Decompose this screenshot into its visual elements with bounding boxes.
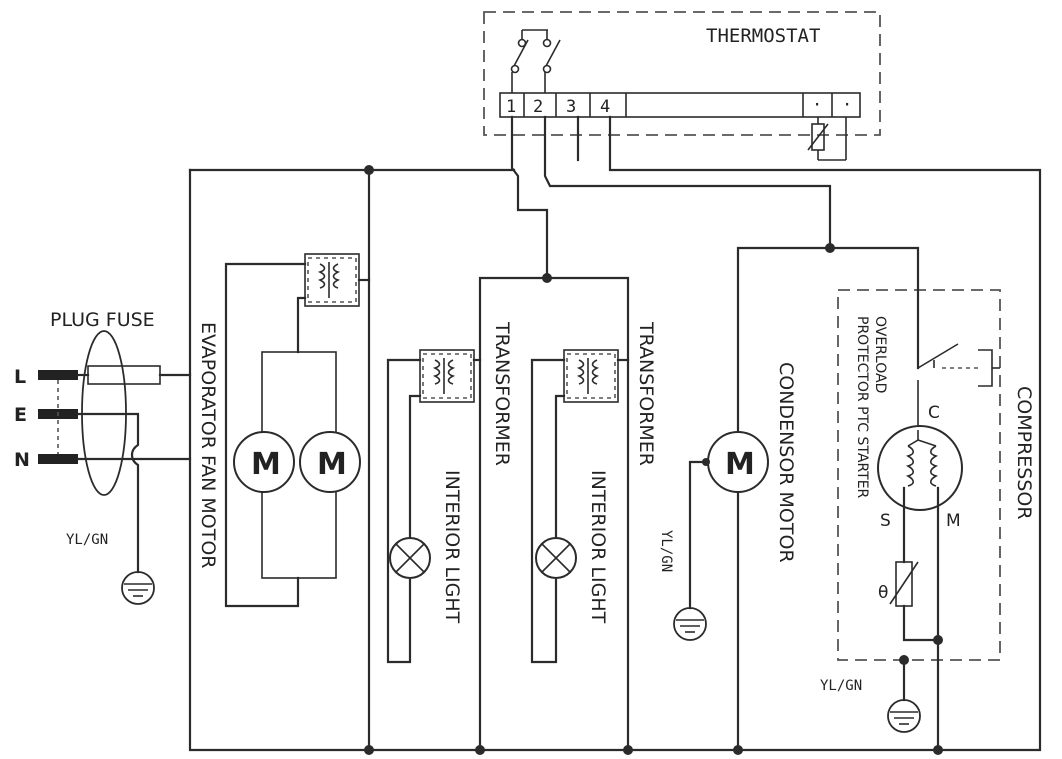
thermostat-label: THERMOSTAT [706, 25, 820, 47]
condensor-supply-wire [736, 246, 832, 434]
terminal-4-wire [608, 115, 1042, 752]
transformer-1-label: TRANSFORMER [491, 321, 513, 466]
plug-fuse-label: PLUG FUSE [50, 309, 155, 331]
terminal-1: 1 [506, 97, 516, 117]
junction-dot [364, 745, 374, 755]
overload-switch [917, 343, 1000, 430]
plug-pin-l [38, 370, 78, 380]
compressor-label: COMPRESSOR [1013, 386, 1035, 520]
light2-loop [530, 358, 566, 664]
terminal-3: 3 [566, 97, 576, 117]
overload-label: OVERLOAD [872, 316, 888, 393]
evaporator-left-wire [224, 262, 307, 608]
junction-dot [702, 458, 710, 466]
compressor-ground-label: YL/GN [820, 678, 862, 694]
transformer-2 [563, 349, 619, 403]
junction-dot [899, 655, 909, 665]
start-winding-icon [905, 445, 915, 487]
fan-motor-2-icon [299, 431, 361, 493]
junction-dot [733, 745, 743, 755]
junction-dot [933, 745, 943, 755]
condensor-motor-label: CONDENSOR MOTOR [775, 362, 797, 563]
transformer-2-label: TRANSFORMER [635, 321, 657, 466]
ptc-theta-label: θ [878, 583, 888, 603]
ptc-starter-icon [889, 561, 919, 607]
interior-light-2-label: INTERIOR LIGHT [587, 470, 609, 624]
evaporator-transformer [304, 253, 360, 307]
main-winding-icon [929, 445, 939, 487]
evaporator-tx-down [296, 296, 307, 354]
plug-ground-label: YL/GN [66, 532, 108, 548]
ptc-return-wire [902, 604, 940, 642]
terminal-4: 4 [600, 97, 610, 117]
fan-motor-1-label: M [251, 447, 281, 482]
tx1-to-light [408, 394, 422, 540]
compressor-motor-icon [877, 425, 963, 511]
light-bus-left [478, 276, 549, 752]
interior-light-1-icon [389, 537, 431, 579]
compressor-m-label: M [946, 511, 961, 531]
junction-dot [623, 745, 633, 755]
outer-loop-wire [188, 168, 942, 752]
thermostat-sensor [807, 117, 847, 161]
terminal-2-wire [543, 115, 832, 250]
junction-dot [542, 273, 552, 283]
line-n-label: N [14, 449, 30, 471]
junction-dot [933, 635, 943, 645]
compressor-s-label: S [880, 511, 891, 531]
earth-wire [76, 412, 140, 574]
plug-ground-icon [121, 571, 155, 605]
thermostat-terminal-strip: 1 2 3 4 · · [499, 92, 861, 118]
plug-pin-n [38, 454, 78, 464]
evaporator-fan-motor-label: EVAPORATOR FAN MOTOR [197, 322, 219, 569]
line-l-label: L [14, 366, 26, 388]
thermostat-switch-contacts [510, 29, 561, 93]
fan-motor-2-label: M [317, 447, 347, 482]
light1-loop [386, 358, 422, 664]
interior-light-2-icon [535, 537, 577, 579]
light-bus-right [545, 276, 630, 752]
compressor-ground-icon [887, 699, 921, 733]
transformer-1 [419, 349, 475, 403]
compressor-supply-wire [828, 246, 920, 370]
terminal-small-a: · [812, 95, 822, 115]
line-e-label: E [14, 404, 27, 426]
condensor-ground-wire [688, 460, 708, 610]
condensor-motor-symbol: M [725, 447, 755, 482]
terminal-small-b: · [842, 95, 852, 115]
thermostat-enclosure [483, 11, 881, 136]
interior-light-1-label: INTERIOR LIGHT [441, 470, 463, 624]
compressor-common-lead [907, 430, 937, 447]
condensor-ground-icon [673, 607, 707, 641]
condensor-ground-label: YL/GN [658, 530, 674, 572]
protector-ptc-label: PROTECTOR PTC STARTER [854, 316, 870, 499]
compressor-c-label: C [928, 403, 940, 423]
tx2-to-light [554, 394, 566, 540]
junction-dot [475, 745, 485, 755]
terminal-2: 2 [533, 97, 543, 117]
fan-motor-1-icon [233, 431, 295, 493]
terminal-1-wire [510, 115, 549, 280]
